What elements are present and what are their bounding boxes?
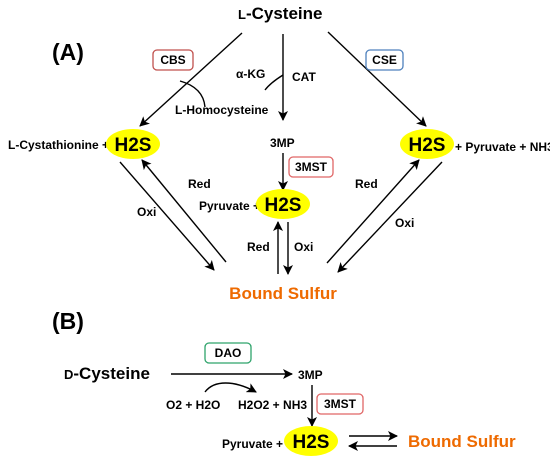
h2s-b-highlight xyxy=(284,426,338,456)
l-cysteine-prefix: L xyxy=(238,7,246,22)
h2s-center-label: H2S xyxy=(265,195,302,216)
dao-enzyme-box xyxy=(204,342,252,364)
h2s-right-highlight xyxy=(400,129,454,159)
mp3-label: 3MP xyxy=(270,136,295,150)
h2s-left-label: H2S xyxy=(115,135,152,156)
panel-a-label: (A) xyxy=(52,39,84,65)
3mst-enzyme-box xyxy=(288,156,334,178)
h2s-b-label: H2S xyxy=(293,432,330,453)
l-cystathionine-label: L-Cystathionine + xyxy=(8,138,109,152)
3mst-label: 3MST xyxy=(295,160,328,174)
d-cysteine-name: -Cysteine xyxy=(73,364,150,383)
3mst-b-enzyme-box xyxy=(316,393,364,415)
oxi-left-label: Oxi xyxy=(137,205,156,219)
alpha-kg-label: α-KG xyxy=(236,67,265,81)
l-cysteine-label: L-Cysteine xyxy=(238,4,322,23)
h2s-center-highlight xyxy=(256,189,310,219)
oxi-center-label: Oxi xyxy=(294,240,313,254)
red-right-label: Red xyxy=(355,177,378,191)
h2s-right-label: H2S xyxy=(409,135,446,156)
d-cysteine-label: D-Cysteine xyxy=(64,364,150,383)
cse-enzyme-box xyxy=(365,49,404,71)
arrow-left-red xyxy=(141,159,227,263)
arrow-right-oxi xyxy=(337,161,443,273)
cbs-enzyme-box xyxy=(152,49,194,71)
h2s-left-highlight xyxy=(106,129,160,159)
bound-sulfur-b-label: Bound Sulfur xyxy=(408,432,516,451)
mp3-b-label: 3MP xyxy=(298,368,323,382)
panel-b-label: (B) xyxy=(52,308,84,334)
red-center-label: Red xyxy=(247,240,270,254)
cse-label: CSE xyxy=(372,53,397,67)
arrow-cse xyxy=(327,31,427,127)
arrow-alpha-kg-curve xyxy=(264,74,284,91)
o2-h2o-label: O2 + H2O xyxy=(166,398,220,412)
oxi-right-label: Oxi xyxy=(395,216,414,230)
3mst-b-label: 3MST xyxy=(324,397,357,411)
bound-sulfur-a-label: Bound Sulfur xyxy=(229,284,337,303)
arrow-cbs xyxy=(139,32,243,127)
cat-label: CAT xyxy=(292,70,316,84)
arrow-right-red xyxy=(326,159,420,264)
l-cysteine-name: -Cysteine xyxy=(246,4,323,23)
h2o2-nh3-label: H2O2 + NH3 xyxy=(238,398,307,412)
arrow-l-homocysteine-curve xyxy=(179,80,206,108)
pyruvate-plus-b-label: Pyruvate + xyxy=(222,437,283,451)
pyruvate-plus-label: Pyruvate + xyxy=(199,199,260,213)
cbs-label: CBS xyxy=(160,53,185,67)
d-cysteine-prefix: D xyxy=(64,367,73,382)
l-homocysteine-label: L-Homocysteine xyxy=(175,103,269,117)
pyruvate-nh3-label: + Pyruvate + NH3 xyxy=(455,140,550,154)
dao-label: DAO xyxy=(215,346,242,360)
arrow-left-oxi xyxy=(119,161,215,271)
red-left-label: Red xyxy=(188,177,211,191)
arrow-o2-to-h2o2-curve xyxy=(204,382,257,393)
